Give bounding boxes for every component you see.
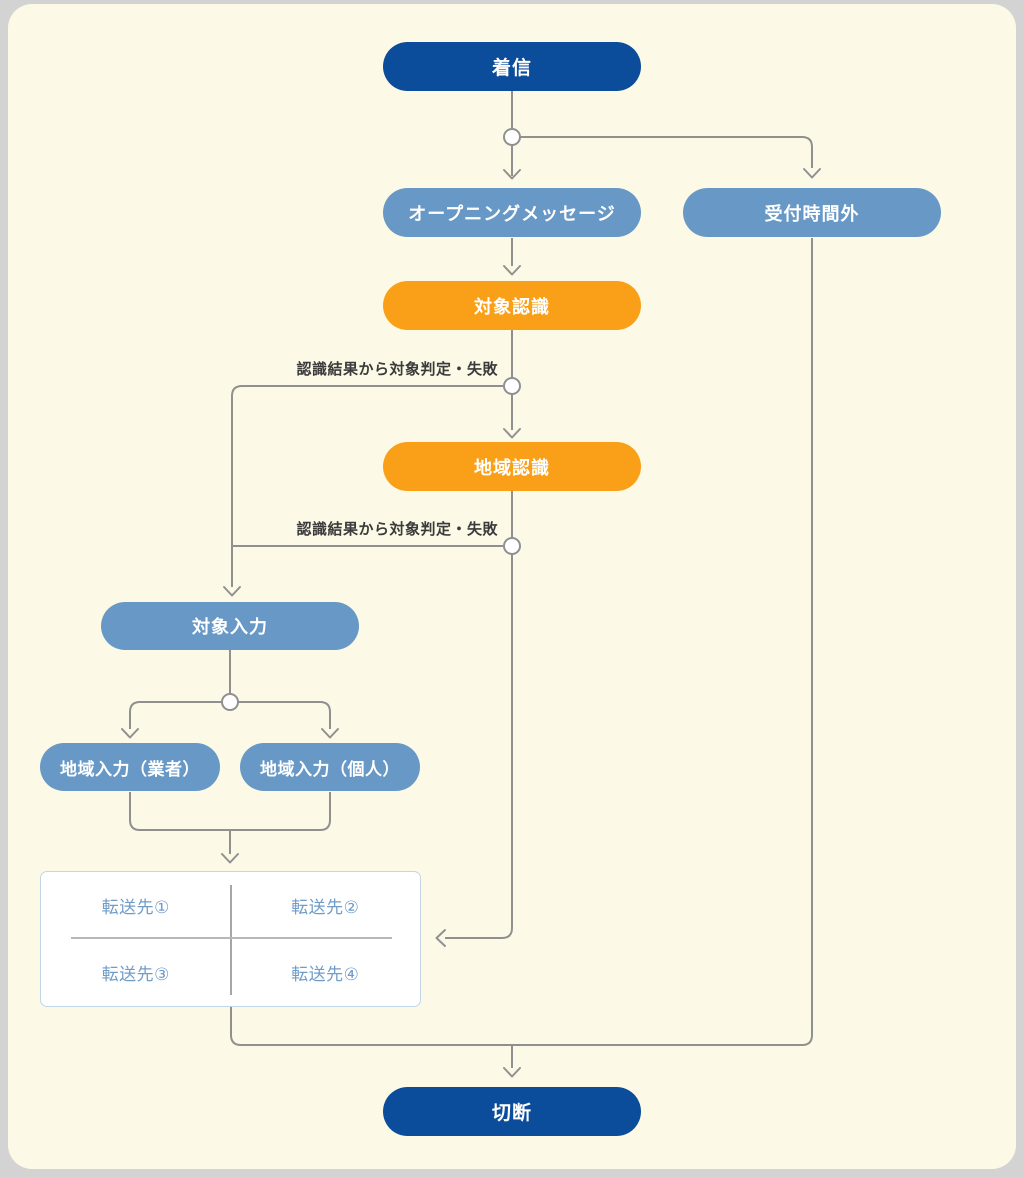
transfer-cell-2: 転送先② (231, 872, 421, 939)
node-target-recognition: 対象認識 (383, 281, 641, 330)
transfer-box-horizontal-divider (71, 937, 392, 939)
node-region-input-individual: 地域入力（個人） (240, 743, 420, 791)
node-target-input: 対象入力 (101, 602, 359, 650)
edge-junction-to-transfer-box (445, 554, 513, 939)
edge-junction-to-individual-input (238, 701, 331, 729)
transfer-cell-4: 転送先④ (231, 939, 421, 1006)
edge-label-recognition-fail-target: 認識結果から対象判定・失敗 (296, 361, 498, 378)
node-disconnect-label: 切断 (491, 1103, 532, 1124)
node-outside-hours: 受付時間外 (683, 188, 941, 237)
junction-circle-incoming (503, 128, 521, 146)
node-target-recognition-label: 対象認識 (474, 296, 550, 317)
arrowhead-individual-input (321, 728, 339, 739)
node-incoming: 着信 (383, 42, 641, 91)
node-region-input-vendor: 地域入力（業者） (40, 743, 220, 791)
junction-circle-target-recognition (503, 377, 521, 395)
node-incoming-label: 着信 (491, 58, 532, 79)
arrowhead-disconnect (503, 1067, 521, 1078)
arrowhead-target-recognition (503, 265, 521, 276)
edge-junction-to-vendor-input (129, 701, 222, 729)
transfer-cell-1-label: 転送先① (101, 898, 170, 917)
arrowhead-target-input (223, 586, 241, 597)
edge-label-recognition-fail-region: 認識結果から対象判定・失敗 (296, 521, 498, 538)
transfer-destinations-box: 転送先① 転送先② 転送先③ 転送先④ (40, 871, 421, 1007)
node-target-input-label: 対象入力 (192, 617, 268, 637)
transfer-cell-3-label: 転送先③ (101, 965, 170, 984)
edge-bottom-merge-rail (230, 238, 813, 1046)
node-outside-hours-label: 受付時間外 (764, 203, 860, 224)
arrowhead-opening (503, 169, 521, 180)
node-region-recognition-label: 地域認識 (474, 457, 550, 478)
arrowhead-transfer-box (435, 929, 446, 947)
edge-junction-to-outside-hours (520, 136, 813, 168)
node-opening-message: オープニングメッセージ (383, 188, 641, 237)
node-opening-message-label: オープニングメッセージ (408, 203, 616, 224)
edge-fail-branch-to-target-input (231, 385, 504, 587)
transfer-cell-3: 転送先③ (41, 939, 231, 1006)
transfer-cell-1: 転送先① (41, 872, 231, 939)
node-region-input-vendor-label: 地域入力（業者） (60, 759, 200, 779)
arrowhead-vendor-input (121, 728, 139, 739)
arrowhead-transfer-box-top (221, 853, 239, 864)
arrowhead-outside-hours (803, 168, 821, 179)
transfer-box-vertical-divider (230, 885, 232, 995)
transfer-cell-4-label: 転送先④ (291, 965, 360, 984)
junction-circle-region-recognition (503, 537, 521, 555)
edge-inputs-merge (129, 792, 331, 831)
node-disconnect: 切断 (383, 1087, 641, 1136)
node-region-recognition: 地域認識 (383, 442, 641, 491)
arrowhead-region-recognition (503, 428, 521, 439)
node-region-input-individual-label: 地域入力（個人） (260, 759, 400, 779)
junction-circle-target-input (221, 693, 239, 711)
transfer-cell-2-label: 転送先② (291, 898, 360, 917)
